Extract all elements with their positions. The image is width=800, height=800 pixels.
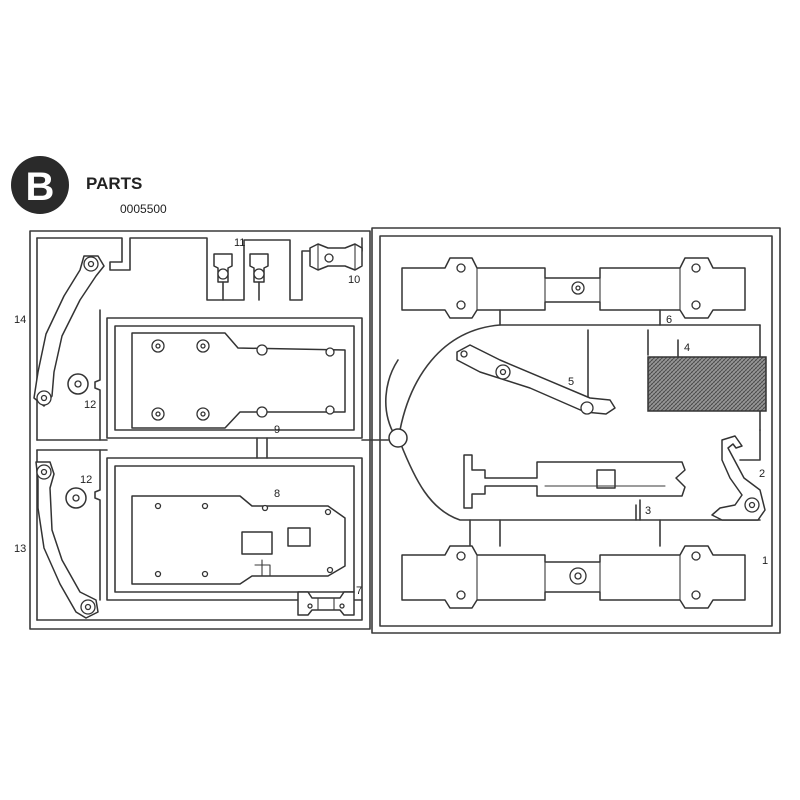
label-part-10: 10 [348, 274, 360, 286]
label-part-8: 8 [274, 488, 280, 500]
label-part-4: 4 [684, 342, 690, 354]
parts-badge: B [11, 156, 69, 214]
parts-title: PARTS [86, 174, 142, 193]
label-part-3: 3 [645, 505, 651, 517]
label-part-1: 1 [762, 555, 768, 567]
runner-hub [388, 428, 408, 448]
part-5 [456, 344, 616, 415]
part-12-lower [65, 487, 87, 509]
label-part-2: 2 [759, 468, 765, 480]
part-10 [309, 243, 363, 271]
label-part-5: 5 [568, 376, 574, 388]
label-part-7: 7 [356, 585, 362, 597]
sprue-frame [29, 227, 781, 634]
part-11 [213, 253, 269, 301]
part-6 [401, 257, 746, 326]
label-part-11: 11 [234, 237, 245, 249]
badge-letter: B [26, 165, 55, 209]
part-1 [401, 519, 746, 609]
label-part-6: 6 [666, 314, 672, 326]
label-part-14: 14 [14, 314, 26, 326]
label-part-9: 9 [274, 424, 280, 436]
label-part-12-lower: 12 [80, 474, 92, 486]
badge-circle [11, 156, 69, 214]
part-3 [463, 454, 686, 521]
parts-code: 0005500 [120, 202, 167, 216]
label-part-12-upper: 12 [84, 399, 96, 411]
label-part-13: 13 [14, 543, 26, 555]
left-runners [36, 309, 363, 621]
part-4 [647, 356, 767, 412]
part-2 [711, 435, 766, 521]
part-13 [35, 461, 99, 619]
part-8 [131, 495, 346, 585]
part-7 [297, 591, 355, 616]
right-runners [361, 324, 761, 546]
part-14 [33, 255, 105, 407]
part-9 [131, 332, 346, 429]
part-12-upper [67, 373, 89, 395]
